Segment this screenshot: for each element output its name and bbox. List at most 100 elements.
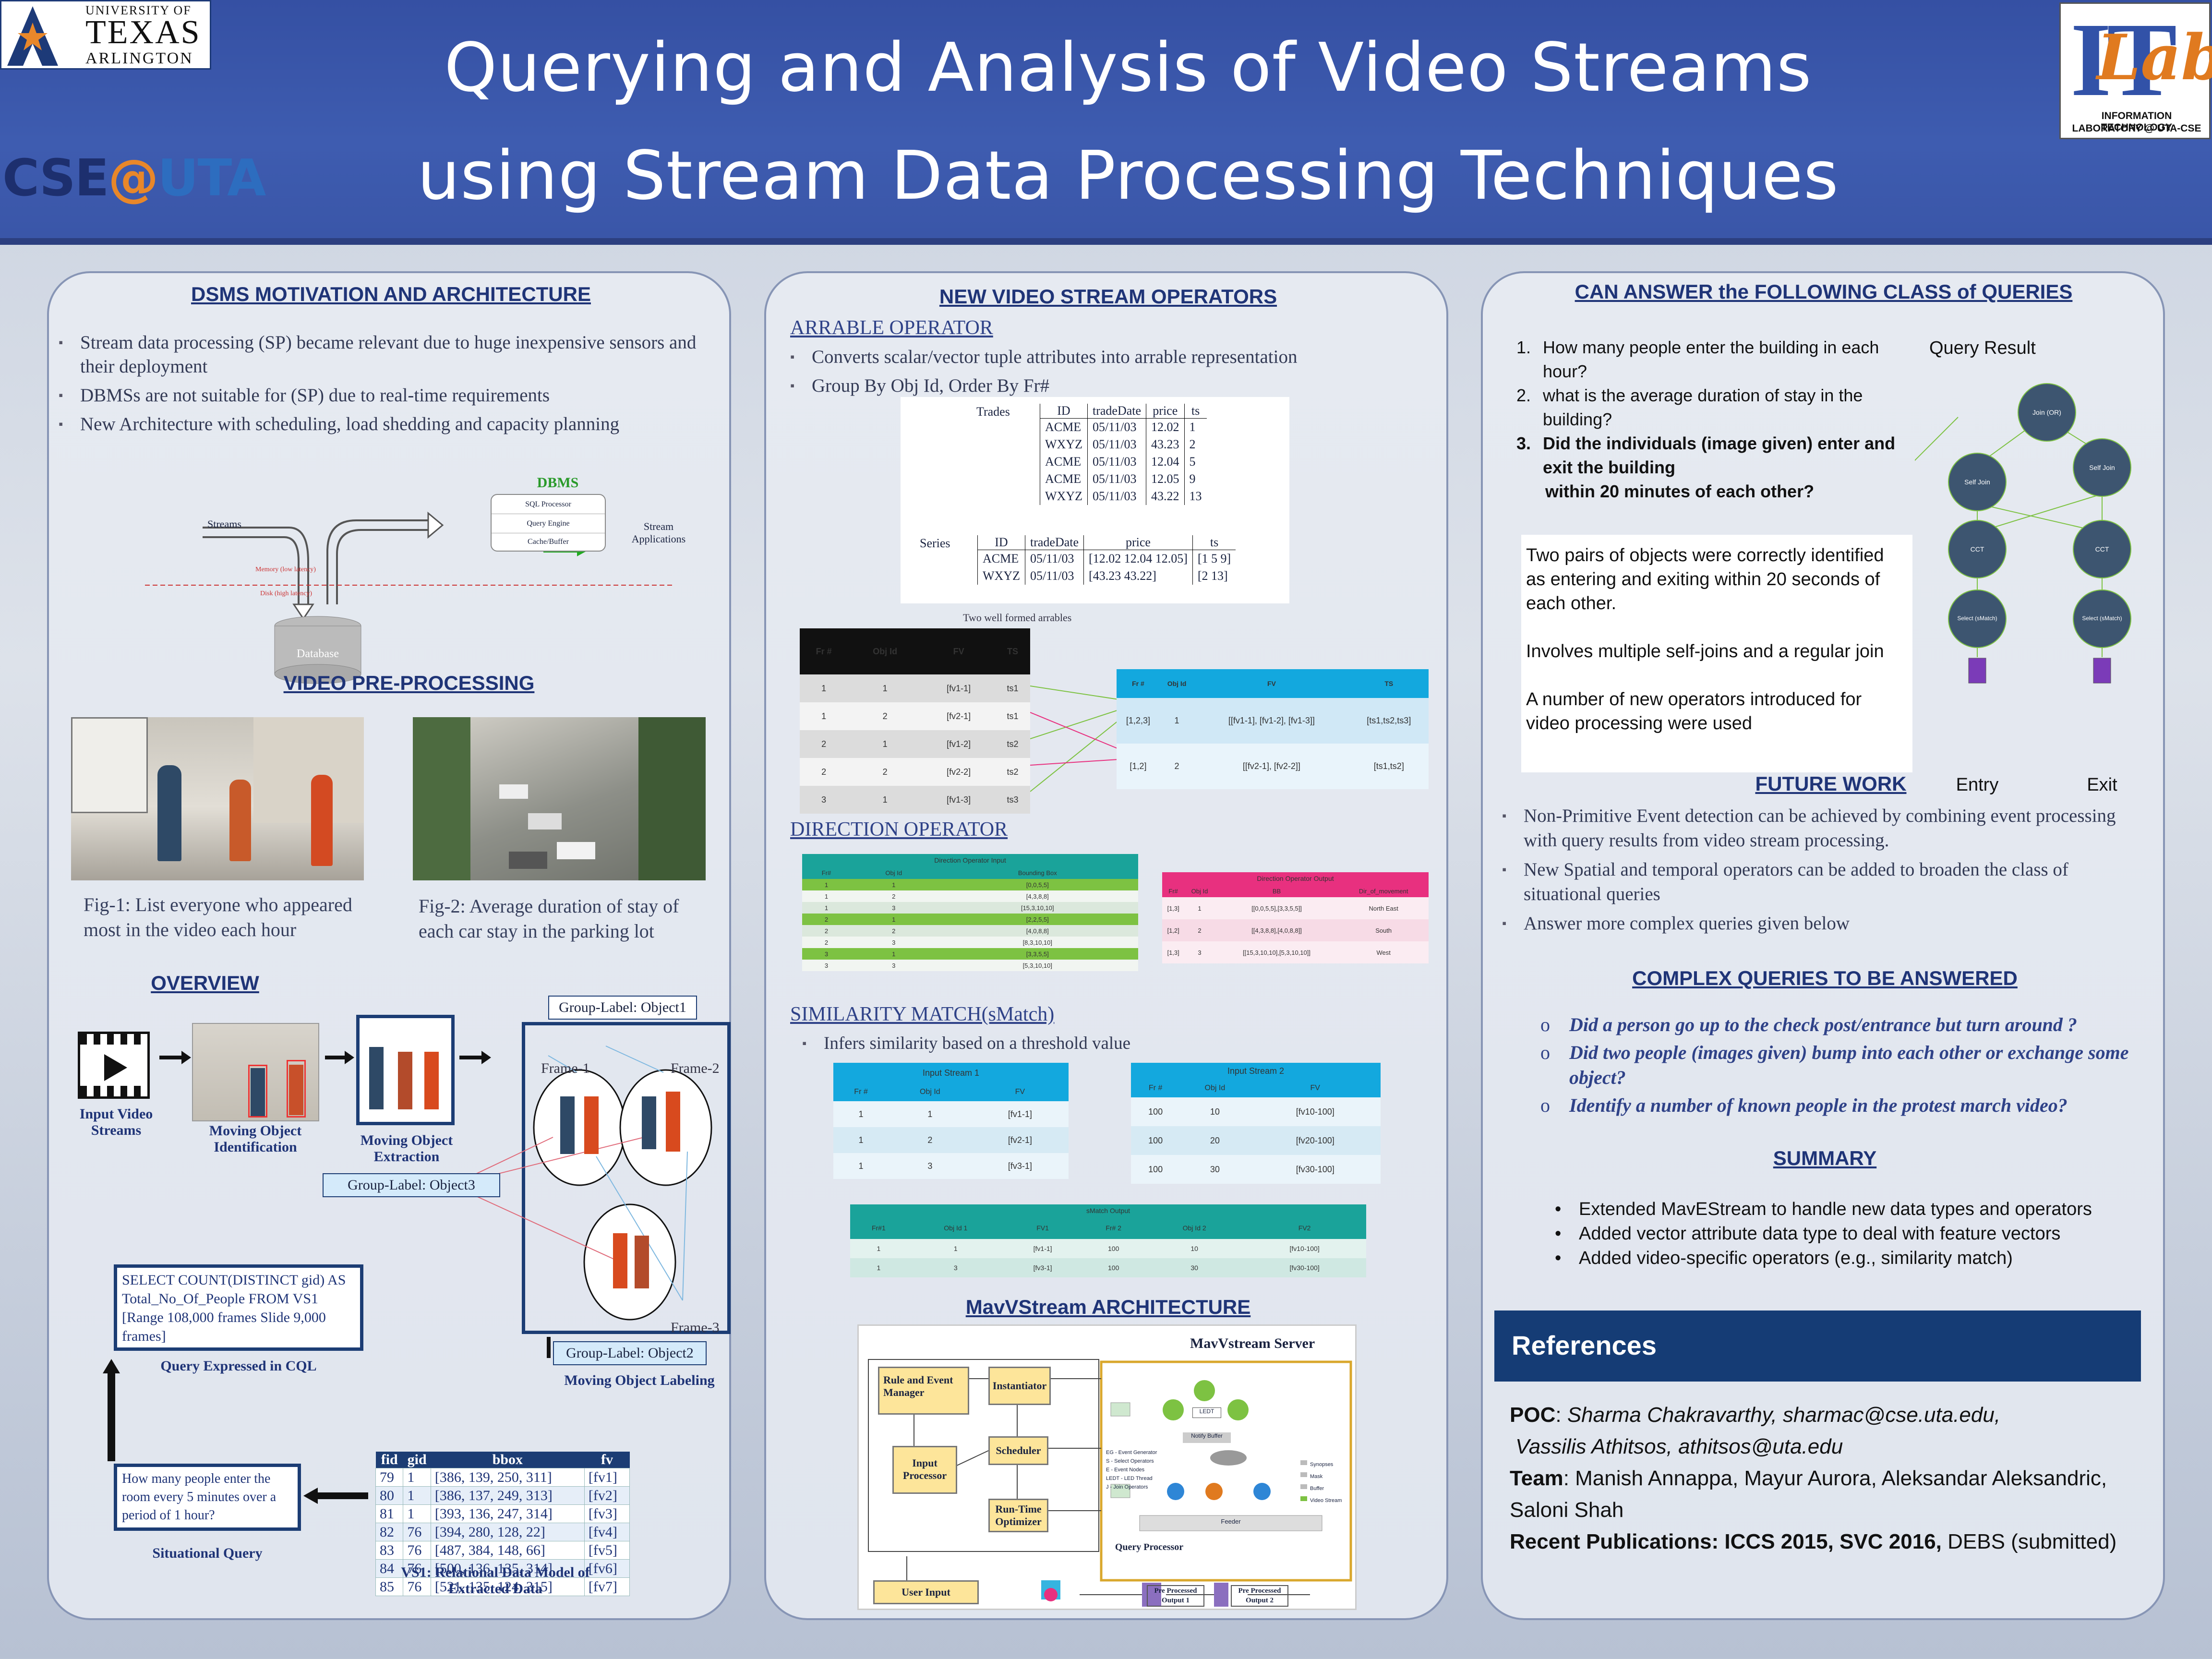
series-header: ts [1192, 535, 1236, 550]
tree-select1: Select (sMatch) [1957, 615, 1997, 622]
stream2-header: Obj Id [1204, 1084, 1226, 1092]
vs1-cell: 83 [375, 1541, 404, 1560]
frame2-label: Frame-2 [671, 1060, 720, 1076]
direction-output-cell: 3 [1198, 949, 1202, 956]
situational-query-box: How many people enter the room every 5 m… [114, 1464, 301, 1531]
cql-caption: Query Expressed in CQL [160, 1358, 317, 1374]
poc-text: Sharma Chakravarthy, sharmac@cse.uta.edu… [1567, 1403, 2001, 1427]
instantiator-box[interactable]: Instantiator [988, 1367, 1051, 1405]
smatch-cell: [fv10-100] [1289, 1245, 1320, 1252]
arrable-output-cell: 1 [1174, 716, 1179, 725]
summary-item: •Extended MavEStream to handle new data … [1555, 1199, 2092, 1219]
complex-query-text: Identify a number of known people in the… [1569, 1094, 2068, 1116]
arrable-input-header: Obj Id [873, 646, 898, 656]
similarity-bullets: Infers similarity based on a threshold v… [802, 1032, 1282, 1060]
direction-input-cell: 1 [892, 915, 896, 923]
direction-output-cell: 2 [1198, 926, 1202, 934]
arrable-input-cell: 2 [821, 739, 827, 749]
smatch-cell: [fv30-100] [1289, 1264, 1320, 1272]
series-header: ID [977, 535, 1025, 550]
trades-header: ts [1184, 404, 1207, 419]
vs1-header: gid [407, 1452, 427, 1467]
arrable-output-cell: [ts1,ts2] [1373, 761, 1404, 771]
query-3a: Did the individuals (image given) enter … [1543, 433, 1896, 477]
arrable-output-cell: [[fv2-1], [fv2-2]] [1242, 761, 1300, 771]
section-operators-title: NEW VIDEO STREAM OPERATORS [939, 285, 1277, 308]
arrable-output-header: Fr # [1132, 680, 1144, 687]
summary-list: •Extended MavEStream to handle new data … [1555, 1197, 2155, 1271]
architecture-connectors [868, 1359, 1352, 1607]
extraction-frame [356, 1015, 455, 1125]
direction-output-header: Obj Id [1191, 887, 1208, 895]
section-queries-title: CAN ANSWER the FOLLOWING CLASS of QUERIE… [1575, 280, 2073, 303]
summary-item: •Added video-specific operators (e.g., s… [1555, 1248, 2013, 1268]
scheduler-box[interactable]: Scheduler [988, 1436, 1048, 1465]
trades-cell: 43.22 [1146, 487, 1185, 505]
labeling-connectors [452, 1046, 712, 1358]
vs1-cell: 79 [375, 1468, 404, 1487]
cache-buffer: Cache/Buffer [528, 538, 569, 546]
user-input-box[interactable]: User Input [873, 1580, 979, 1604]
smatch-header: Obj Id 1 [944, 1224, 968, 1232]
trades-cell: 9 [1184, 470, 1207, 488]
trades-cell: 5 [1184, 453, 1207, 470]
run-time-optimizer-box[interactable]: Run-Time Optimizer [988, 1499, 1048, 1532]
summary-text: Extended MavEStream to handle new data t… [1579, 1199, 2092, 1219]
group-label-object1: Group-Label: Object1 [548, 996, 697, 1020]
similarity-match-title: SIMILARITY MATCH(sMatch) [790, 1003, 1055, 1025]
stream1-cell: 1 [858, 1135, 864, 1145]
direction-input-cell: [4,0,8,8] [1026, 927, 1049, 935]
references-banner: References [1494, 1310, 2141, 1382]
direction-output-cell: North East [1369, 904, 1398, 912]
arrable-input-cell: 1 [882, 683, 888, 693]
direction-output-header: Dir_of_movement [1358, 887, 1408, 895]
vs1-header: fid [381, 1452, 398, 1467]
rule-event-manager-box[interactable]: Rule and Event Manager [878, 1367, 969, 1415]
vs1-caption: VS1: Relational Data Model of Extracted … [401, 1564, 590, 1597]
vs1-cell: 84 [375, 1559, 404, 1578]
arrable-connectors [1030, 685, 1141, 792]
smatch-cell: 10 [1190, 1245, 1198, 1252]
sql-processor: SQL Processor [492, 495, 605, 514]
direction-input-cell: [3,3,5,5] [1026, 950, 1049, 958]
database-label: Database [297, 648, 339, 660]
tree-join: Join (OR) [2032, 409, 2061, 416]
vs1-cell: [386, 137, 249, 313] [430, 1486, 585, 1505]
input-processor-box[interactable]: Input Processor [892, 1446, 957, 1494]
legend-item: EG - Event Generator [1106, 1450, 1157, 1455]
architecture-diagram: MavVstream Server Rule and Event Manager… [857, 1324, 1357, 1610]
arrable-output-row: [1,2]2[[fv2-1], [fv2-2]][ts1,ts2] [1117, 744, 1429, 789]
arrable-input-cell: ts1 [1007, 683, 1019, 693]
frame3-label: Frame-3 [671, 1320, 720, 1335]
stream1-header: Fr # [854, 1088, 868, 1096]
series-cell: 05/11/03 [1024, 550, 1084, 567]
series-header: price [1083, 535, 1193, 550]
references-title: References [1512, 1330, 1657, 1360]
direction-input-cell: 1 [824, 881, 829, 889]
vs1-cell: 1 [403, 1468, 431, 1487]
input-stream2-title: Input Stream 2 [1227, 1066, 1285, 1076]
arrable-input-cell: [fv1-1] [947, 683, 971, 693]
similarity-bullet: Infers similarity based on a threshold v… [802, 1032, 1282, 1056]
direction-output-cell: [[0,0,5,5],[3,3,5,5]] [1251, 904, 1302, 912]
stream1-header: FV [1015, 1088, 1025, 1096]
it-lab-logo: IT Lab INFORMATION TECHNOLOGY LABORATORY… [2059, 1, 2212, 139]
group-label-object3: Group-Label: Object3 [323, 1173, 500, 1197]
publications-label: Recent Publications: ICCS 2015, SVC 2016… [1510, 1530, 1942, 1553]
overview-diagram: Input Video Streams Moving Object Identi… [68, 993, 731, 1608]
stream1-cell: 1 [858, 1109, 864, 1119]
arrable-output-cell: [1,2,3] [1126, 716, 1150, 725]
moving-object-identification-label: Moving Object Identification [209, 1123, 302, 1155]
notify-buffer-box: Notify Buffer [1183, 1432, 1231, 1443]
direction-output-cell: [1,3] [1167, 904, 1179, 912]
